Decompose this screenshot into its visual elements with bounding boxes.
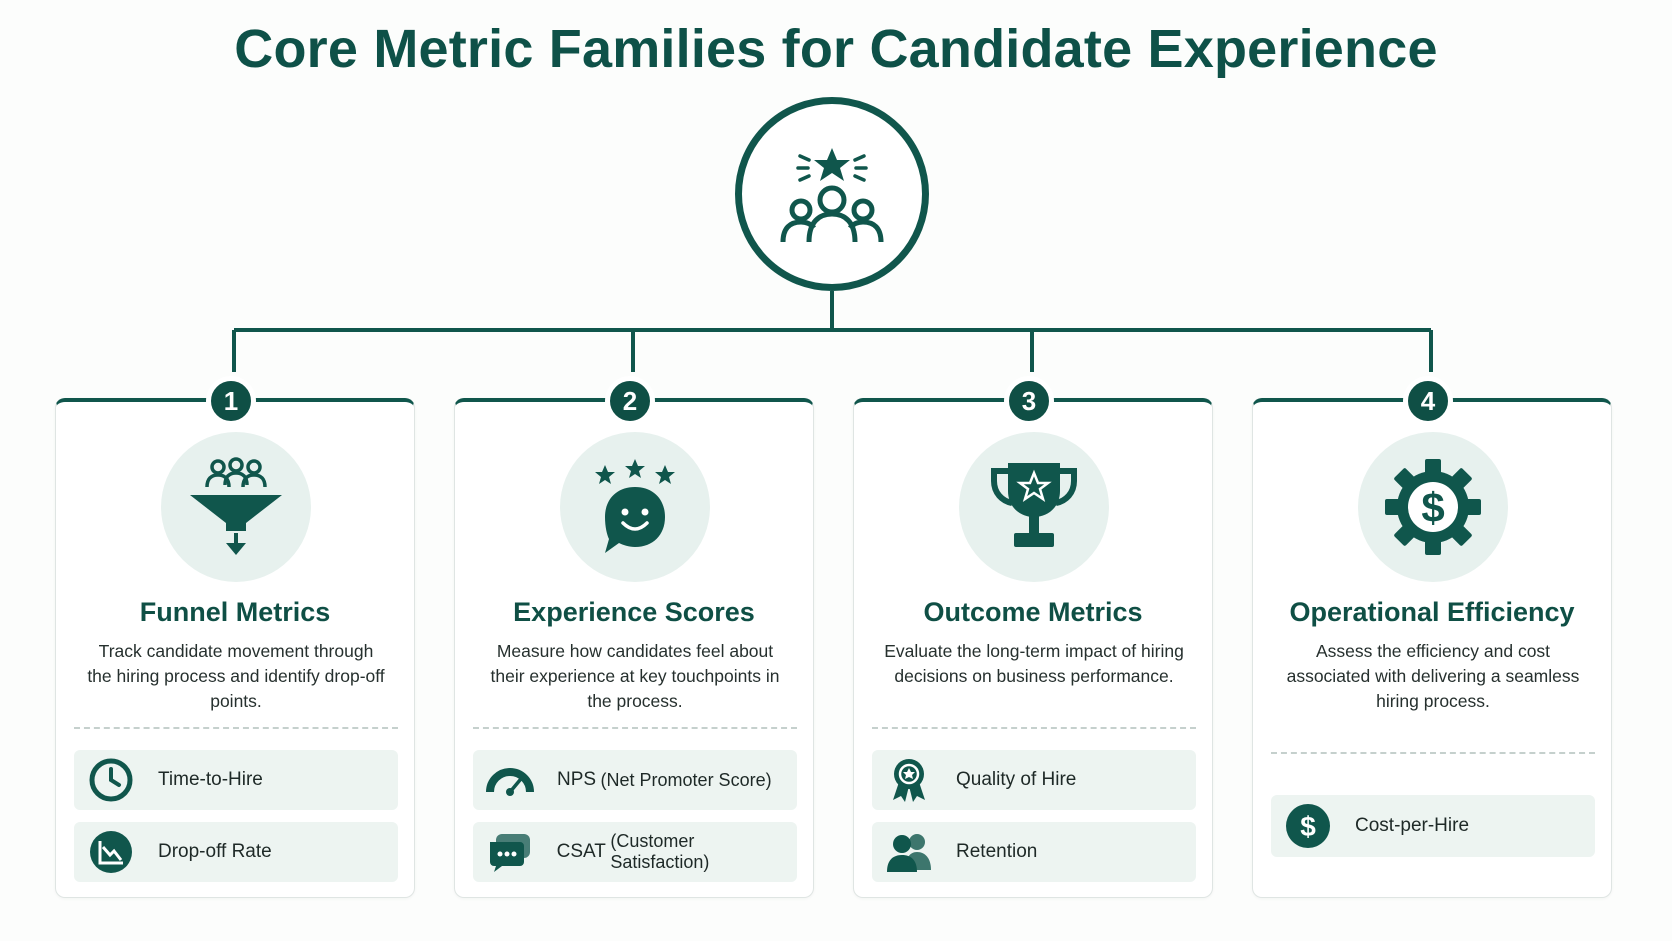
declining-chart-icon <box>90 831 132 873</box>
metric-label: Retention <box>956 841 1038 862</box>
smiley-stars-icon <box>595 459 675 553</box>
group-star-icon <box>780 148 884 243</box>
metric-label: Quality of Hire <box>956 769 1077 790</box>
gauge-icon <box>486 768 534 796</box>
trophy-icon <box>991 463 1077 547</box>
divider <box>74 727 398 729</box>
metric-label: Time-to-Hire <box>158 769 263 790</box>
family-title: Operational Efficiency <box>1289 597 1575 627</box>
dollar-coin-icon: $ <box>1286 804 1330 848</box>
metric-retention: Retention <box>872 822 1196 882</box>
step-badge: 2 <box>605 376 655 426</box>
metric-label: Cost-per-Hire <box>1355 815 1470 836</box>
icon-circle <box>560 432 710 582</box>
icon-circle: $ <box>1358 432 1508 582</box>
funnel-people-icon <box>190 457 282 555</box>
family-title: Experience Scores <box>513 597 755 627</box>
hub-circle <box>735 97 929 291</box>
metric-sublabel: (Net Promoter Score) <box>600 769 772 790</box>
family-description: Track candidate movement through the hir… <box>87 641 385 711</box>
metric-quality-of-hire: Quality of Hire <box>872 750 1196 810</box>
family-card-experience: 2 Experience Scores Measure how candidat… <box>454 376 814 898</box>
metric-time-to-hire: Time-to-Hire <box>74 750 398 810</box>
family-description: Measure how candidates feel about their … <box>490 641 780 711</box>
gear-dollar-icon: $ <box>1385 459 1481 555</box>
metric-label: Drop-off Rate <box>158 841 272 862</box>
family-card-outcome: 3 Outcome Metrics Evaluate the long-term… <box>853 376 1213 898</box>
family-card-funnel: 1 Funnel Metrics Track candidate movemen… <box>55 376 415 898</box>
step-badge: 1 <box>206 376 256 426</box>
icon-circle <box>161 432 311 582</box>
metric-sublabel: (Customer Satisfaction) <box>610 831 710 872</box>
divider <box>473 727 797 729</box>
metric-nps: NPS (Net Promoter Score) <box>473 750 797 810</box>
metric-cost-per-hire: $ Cost-per-Hire <box>1271 795 1595 857</box>
award-ribbon-icon <box>893 759 925 802</box>
family-description: Evaluate the long-term impact of hiring … <box>884 641 1184 686</box>
family-title: Funnel Metrics <box>139 597 331 627</box>
metric-csat: CSAT (Customer Satisfaction) <box>473 822 797 882</box>
metric-label: CSAT <box>556 841 606 862</box>
clock-icon <box>89 758 133 802</box>
svg-text:$: $ <box>1421 484 1444 531</box>
family-description: Assess the efficiency and cost associate… <box>1286 641 1580 711</box>
divider <box>1271 752 1595 754</box>
family-title: Outcome Metrics <box>923 597 1143 627</box>
step-badge: 3 <box>1004 376 1054 426</box>
metric-drop-off-rate: Drop-off Rate <box>74 822 398 882</box>
family-card-operational: 4 $ Operational Efficiency Assess the ef… <box>1252 376 1612 898</box>
people-icon <box>887 834 931 872</box>
metric-label: NPS <box>557 769 597 790</box>
page-title: Core Metric Families for Candidate Exper… <box>234 19 1438 79</box>
step-badge: 4 <box>1403 376 1453 426</box>
chat-bubbles-icon <box>489 834 530 872</box>
icon-circle <box>959 432 1109 582</box>
divider <box>872 727 1196 729</box>
svg-text:$: $ <box>1300 811 1316 842</box>
